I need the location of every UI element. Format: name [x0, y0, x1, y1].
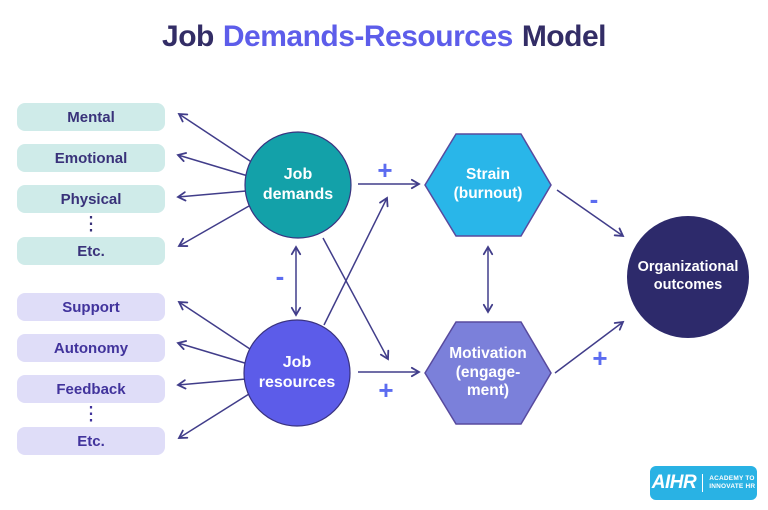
demand-factor-label: Mental [67, 108, 115, 126]
aihr-logo: AIHR ACADEMY TO INNOVATE HR [650, 466, 757, 500]
sign-strain-outcomes: - [589, 184, 599, 214]
job-resources-circle [243, 319, 351, 427]
demand-factor-label: Emotional [54, 149, 128, 167]
job-demands-circle [244, 131, 352, 239]
resource-factor-feedback: Feedback [17, 375, 165, 403]
page-title: Job Demands-Resources Model [0, 20, 768, 54]
sign-demands-strain: + [377, 155, 393, 185]
aihr-logo-divider [702, 474, 704, 492]
resource-factor-label: Support [62, 298, 120, 316]
strain-label: Strain (burnout) [453, 166, 523, 202]
demands-motivation-cross-arrow [322, 237, 390, 361]
strain-hexagon [424, 133, 552, 237]
organizational-outcomes-label: Organizational outcomes [637, 259, 739, 293]
title-highlight: Demands-Resources [222, 20, 513, 53]
demand-factor-label: Physical [60, 190, 122, 208]
sign-demands-resources: - [275, 261, 285, 291]
strain-outcomes-arrow [556, 189, 625, 238]
resources-strain-cross-arrow [323, 196, 389, 326]
sign-motivation-outcomes: + [592, 343, 608, 373]
relation-arrows [290, 178, 625, 378]
resource-factor-label: Autonomy [53, 339, 129, 357]
job-demands-label: Job demands [262, 166, 334, 203]
resources-to-factors-arrows [176, 301, 254, 439]
motivation-label: Motivation (engage- ment) [449, 344, 527, 400]
sign-resources-motivation: + [378, 375, 394, 405]
organizational-outcomes-circle [627, 216, 749, 338]
demand-factor-mental: Mental [17, 103, 165, 131]
resource-factor-support: Support [17, 293, 165, 321]
demands-to-factors-arrows [176, 113, 254, 247]
demand-factor-etc: Etc. [17, 237, 165, 265]
demand-factor-label: Etc. [77, 242, 105, 260]
aihr-logo-wordmark: AIHR [651, 472, 697, 493]
resource-factor-label: Etc. [77, 432, 105, 450]
title-suffix: Model [521, 20, 607, 53]
demand-factor-physical: Physical [17, 185, 165, 213]
job-resources-label: Job resources [258, 354, 336, 391]
demand-factor-emotional: Emotional [17, 144, 165, 172]
title-prefix: Job [162, 20, 214, 53]
aihr-logo-tagline: ACADEMY TO INNOVATE HR [709, 474, 756, 490]
resource-factor-etc: Etc. [17, 427, 165, 455]
resource-factor-autonomy: Autonomy [17, 334, 165, 362]
motivation-hexagon [424, 321, 552, 425]
resource-factor-label: Feedback [56, 380, 126, 398]
motivation-outcomes-arrow [554, 320, 625, 374]
